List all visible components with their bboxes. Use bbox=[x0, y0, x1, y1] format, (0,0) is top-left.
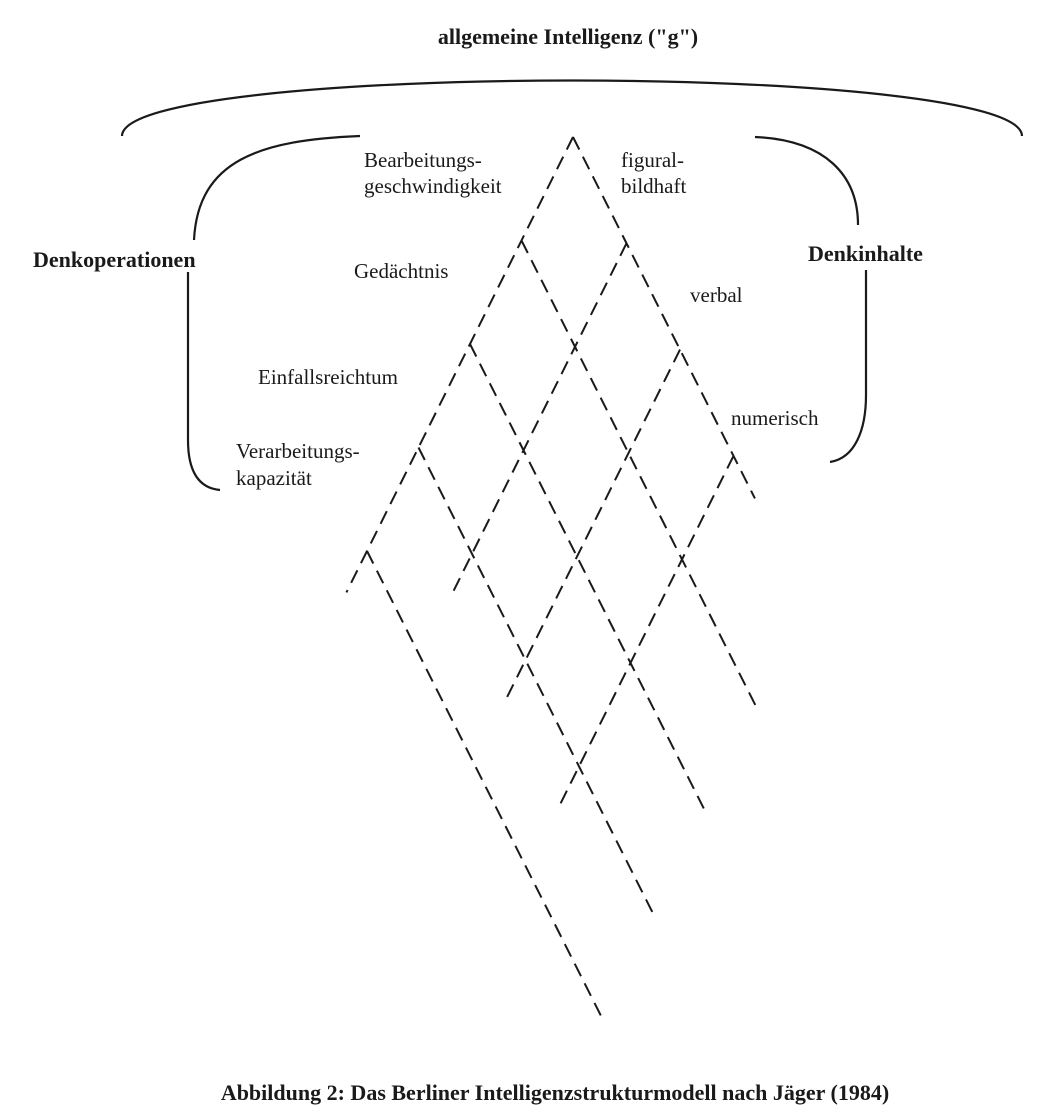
content-label-verbal: verbal bbox=[690, 283, 743, 307]
lattice-line-operation bbox=[417, 447, 655, 916]
contents-brace-lower bbox=[829, 270, 868, 464]
lattice-line-content bbox=[557, 455, 735, 809]
diagram-title: allgemeine Intelligenz ("g") bbox=[438, 24, 698, 49]
lattice-line-operation bbox=[520, 240, 758, 709]
operation-label-capacity: Verarbeitungs- kapazität bbox=[236, 439, 365, 490]
lattice-line-operation bbox=[366, 550, 604, 1020]
contents-label: Denkinhalte bbox=[808, 241, 923, 266]
structure-lattice bbox=[345, 136, 758, 1020]
operation-label-speed: Bearbeitungs- geschwindigkeit bbox=[364, 148, 502, 198]
operations-brace-lower bbox=[186, 272, 221, 492]
operations-label: Denkoperationen bbox=[33, 247, 196, 272]
lattice-line-operation bbox=[469, 343, 707, 813]
lattice-line-operation bbox=[572, 136, 756, 499]
operation-label-creativity: Einfallsreichtum bbox=[258, 365, 398, 389]
figure-caption: Abbildung 2: Das Berliner Intelligenzstr… bbox=[221, 1080, 889, 1105]
operation-label-memory: Gedächtnis bbox=[354, 259, 448, 283]
content-label-numeric: numerisch bbox=[731, 406, 819, 430]
general-intelligence-brace bbox=[120, 79, 1024, 137]
operations-brace bbox=[192, 134, 361, 241]
lattice-line-content bbox=[345, 136, 574, 593]
content-label-figural: figural- bildhaft bbox=[621, 148, 689, 198]
lattice-line-content bbox=[504, 349, 681, 702]
lattice-line-content bbox=[450, 242, 628, 596]
contents-brace bbox=[754, 135, 860, 226]
